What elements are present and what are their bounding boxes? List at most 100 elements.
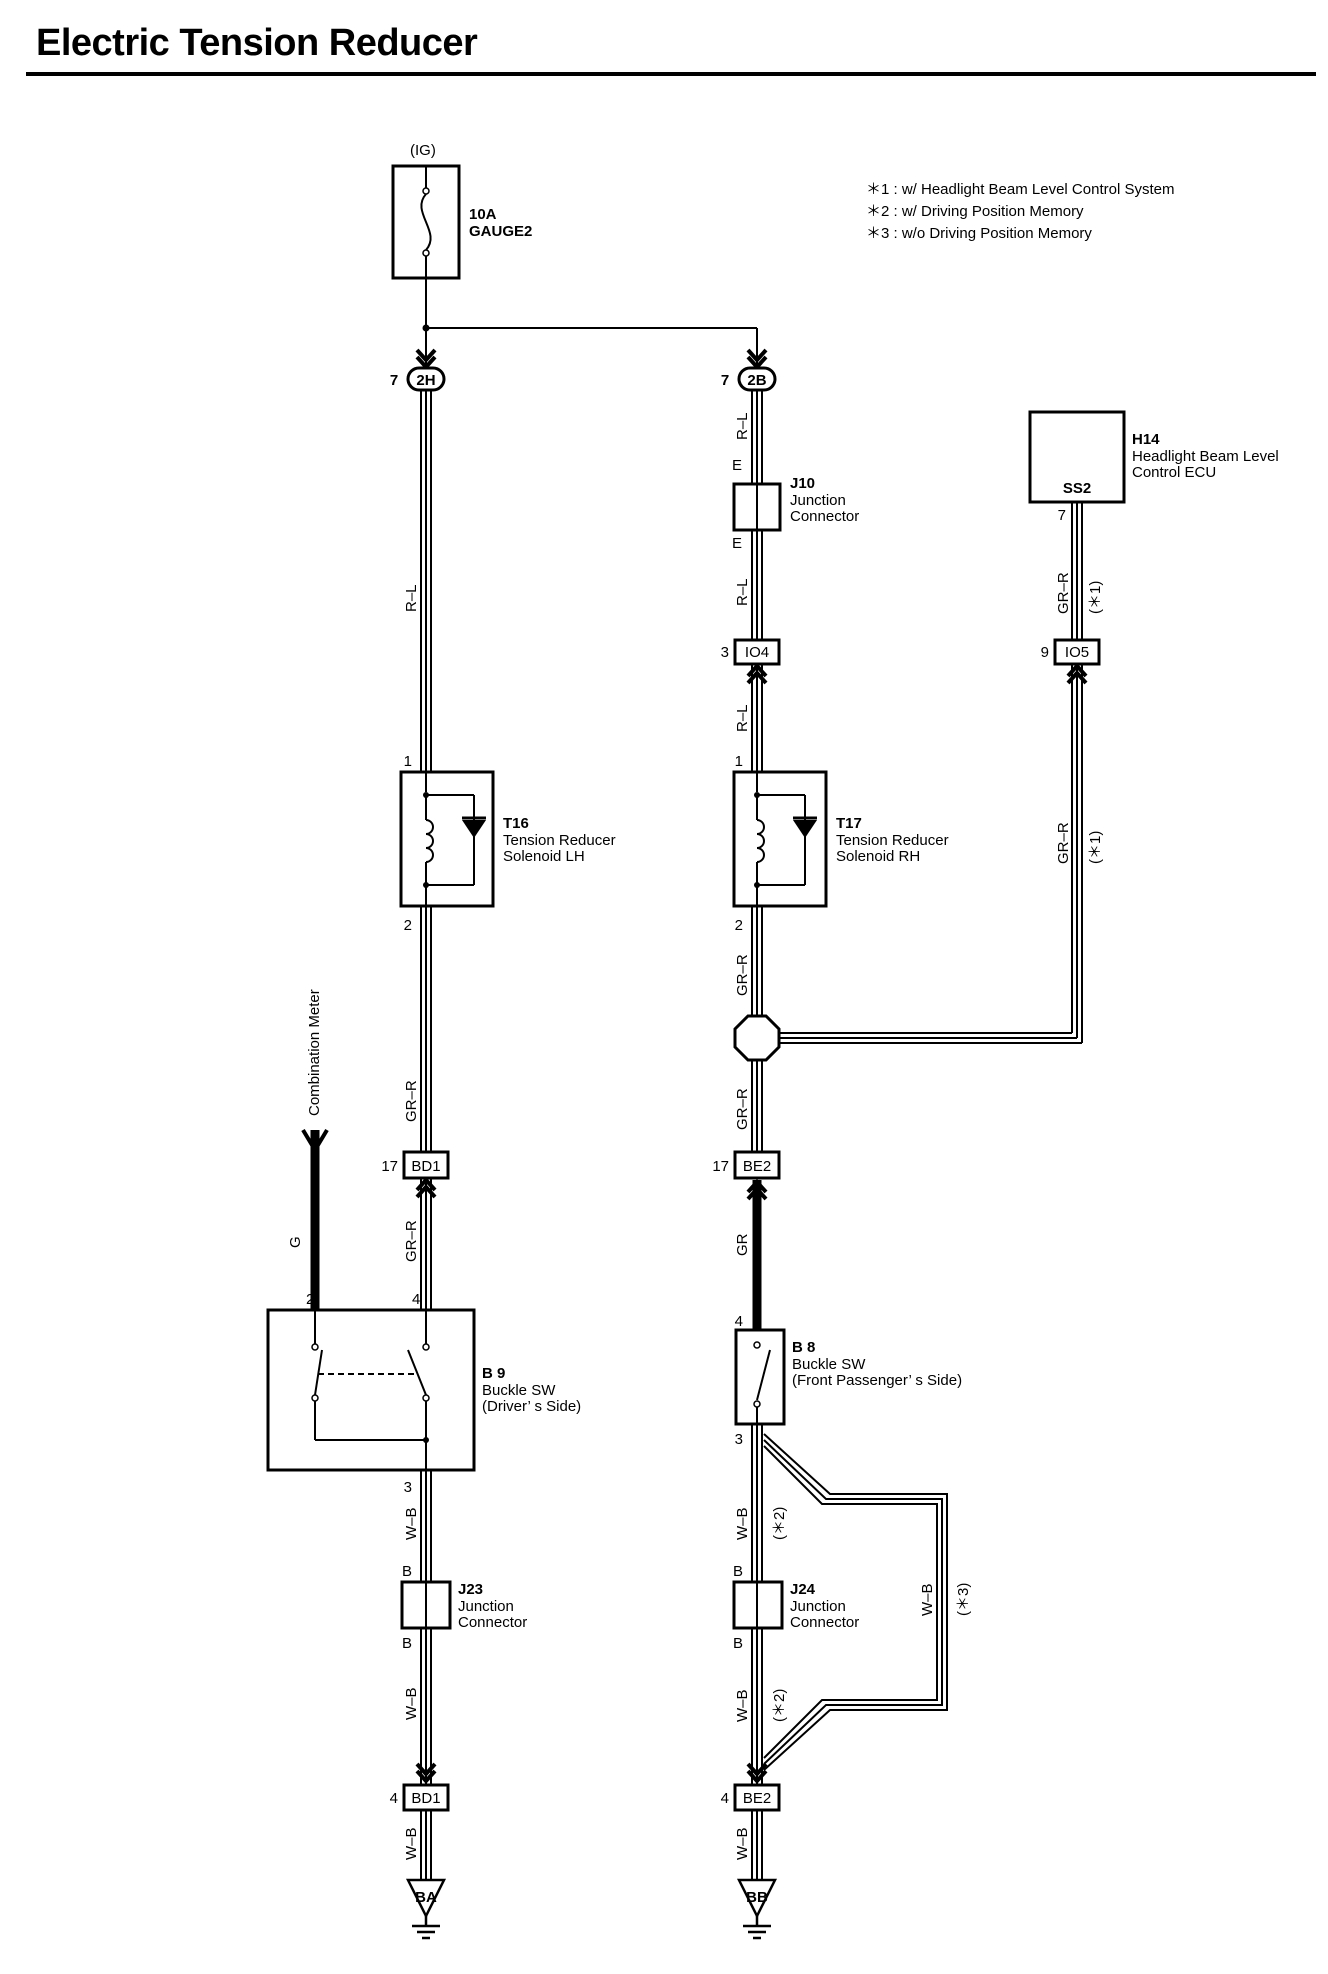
junction-j23: B B J23 Junction Connector bbox=[400, 1563, 527, 1652]
title-rule bbox=[26, 72, 1316, 76]
wire-color-label: R–L bbox=[734, 704, 751, 732]
pin-label: 4 bbox=[412, 1291, 420, 1308]
wire-color-label: W–B bbox=[734, 1507, 751, 1540]
wire-note-label: (＊2) bbox=[771, 1689, 788, 1722]
component-name: Connector bbox=[458, 1614, 527, 1631]
pin-label: 2 bbox=[404, 917, 412, 934]
wire-color-label: R–L bbox=[734, 578, 751, 606]
junction-j24: B B J24 Junction Connector bbox=[732, 1563, 859, 1652]
pin-label: E bbox=[732, 535, 742, 552]
connector-pin: 9 bbox=[1041, 644, 1049, 661]
connector-be2-lower: BE2 4 bbox=[721, 1783, 781, 1812]
connector-id: 2H bbox=[416, 372, 435, 389]
wire-color-label: GR bbox=[734, 1233, 751, 1256]
component-name: Control ECU bbox=[1132, 464, 1216, 481]
component-name: Connector bbox=[790, 508, 859, 525]
wire-note-label: (＊3) bbox=[955, 1583, 972, 1616]
pin-label: 3 bbox=[735, 1431, 743, 1448]
component-code: H14 bbox=[1132, 431, 1160, 448]
splice-and-ecu-branch: GR–R (＊1) bbox=[733, 664, 1104, 1062]
right-wire-harness bbox=[746, 390, 768, 1880]
connector-id: 2B bbox=[747, 372, 766, 389]
page-title: Electric Tension Reducer bbox=[36, 22, 478, 64]
connector-io4: IO4 3 bbox=[721, 638, 781, 666]
pin-label: B bbox=[733, 1635, 743, 1652]
pin-label: 3 bbox=[404, 1479, 412, 1496]
solenoid-t17: 1 2 T17 Tension Reducer Solenoid RH bbox=[732, 753, 949, 934]
fuse-terminal-bottom bbox=[422, 249, 430, 257]
component-code: T17 bbox=[836, 815, 862, 832]
wire-note-label: (＊1) bbox=[1087, 581, 1104, 614]
pin-label: 2 bbox=[306, 1291, 314, 1308]
ecu-h14: SS2 H14 Headlight Beam Level Control ECU… bbox=[1028, 410, 1279, 640]
fuse-gauge2: (IG) 10A GAUGE2 bbox=[391, 142, 532, 280]
pin-label: B bbox=[402, 1563, 412, 1580]
wire-color-label: W–B bbox=[403, 1687, 420, 1720]
ground-ba: BA bbox=[406, 1878, 446, 1940]
component-name: Tension Reducer bbox=[836, 832, 949, 849]
connector-id: IO4 bbox=[745, 644, 769, 661]
switch-contact-icon bbox=[756, 1349, 771, 1401]
component-name: Junction bbox=[790, 1598, 846, 1615]
wire-note-label: (＊2) bbox=[771, 1507, 788, 1540]
connector-bd1-upper: BD1 17 bbox=[381, 1150, 450, 1180]
splice-point bbox=[733, 1014, 781, 1062]
connector-bd1-lower: BD1 4 bbox=[390, 1783, 450, 1812]
connector-pin: 17 bbox=[381, 1158, 398, 1175]
diode-icon bbox=[462, 820, 486, 838]
connector-pin: 17 bbox=[712, 1158, 729, 1175]
pin-label: 1 bbox=[735, 753, 743, 770]
connector-2h: 2H 7 bbox=[390, 366, 446, 392]
connector-id: IO5 bbox=[1065, 644, 1089, 661]
wire-color-label: W–B bbox=[403, 1827, 420, 1860]
component-code: B 9 bbox=[482, 1365, 505, 1382]
wire-color-label: GR–R bbox=[734, 954, 751, 996]
ground-bb: BB bbox=[737, 1878, 777, 1940]
wire-color-label: GR–R bbox=[403, 1220, 420, 1262]
connector-io5: IO5 9 bbox=[1041, 638, 1101, 666]
switch-contact-icon bbox=[407, 1349, 427, 1396]
fuse-rating: 10A bbox=[469, 206, 497, 223]
wire-color-label: W–B bbox=[919, 1583, 936, 1616]
component-name: Solenoid LH bbox=[503, 848, 585, 865]
connector-2b: 2B 7 bbox=[721, 366, 777, 392]
component-code: B 8 bbox=[792, 1339, 815, 1356]
ground-label: BA bbox=[415, 1889, 437, 1906]
component-name: (Driver’ s Side) bbox=[482, 1398, 581, 1415]
legend-line-3: ＊3 : w/o Driving Position Memory bbox=[866, 225, 1092, 242]
left-wire-harness bbox=[415, 390, 437, 1880]
component-name: Tension Reducer bbox=[503, 832, 616, 849]
wire-color-label: GR–R bbox=[1055, 572, 1072, 614]
component-name: Buckle SW bbox=[792, 1356, 866, 1373]
bypass-wire-no-memory: W–B (＊3) bbox=[763, 1433, 972, 1771]
wire-color-label: W–B bbox=[403, 1507, 420, 1540]
component-code: T16 bbox=[503, 815, 529, 832]
pin-label: B bbox=[733, 1563, 743, 1580]
pin-label: 7 bbox=[1058, 507, 1066, 524]
component-name: Junction bbox=[458, 1598, 514, 1615]
component-code: J24 bbox=[790, 1581, 816, 1598]
wire-color-label: W–B bbox=[734, 1689, 751, 1722]
legend-line-1: ＊1 : w/ Headlight Beam Level Control Sys… bbox=[866, 181, 1174, 198]
wire-color-label: G bbox=[287, 1236, 304, 1248]
connector-id: BE2 bbox=[743, 1790, 771, 1807]
connector-id: BD1 bbox=[411, 1158, 440, 1175]
wire-note-label: (＊1) bbox=[1087, 831, 1104, 864]
connector-pin: 4 bbox=[390, 1790, 398, 1807]
component-name: Headlight Beam Level bbox=[1132, 448, 1279, 465]
connector-pin: 7 bbox=[721, 372, 729, 389]
pin-label: E bbox=[732, 457, 742, 474]
left-wire-labels: R–L GR–R GR–R W–B W–B W–B bbox=[403, 584, 420, 1860]
external-label: Combination Meter bbox=[306, 989, 323, 1116]
ecu-terminal: SS2 bbox=[1063, 480, 1091, 497]
component-code: J10 bbox=[790, 475, 815, 492]
pin-label: 1 bbox=[404, 753, 412, 770]
combination-meter-feed: Combination Meter G bbox=[287, 989, 329, 1310]
coil-icon bbox=[425, 819, 434, 863]
component-name: Connector bbox=[790, 1614, 859, 1631]
diode-icon bbox=[793, 820, 817, 838]
component-name: Solenoid RH bbox=[836, 848, 920, 865]
buckle-switch-b8: 4 3 B 8 Buckle SW (Front Passenger’ s Si… bbox=[734, 1313, 962, 1448]
switch-contact-icon bbox=[314, 1349, 323, 1396]
